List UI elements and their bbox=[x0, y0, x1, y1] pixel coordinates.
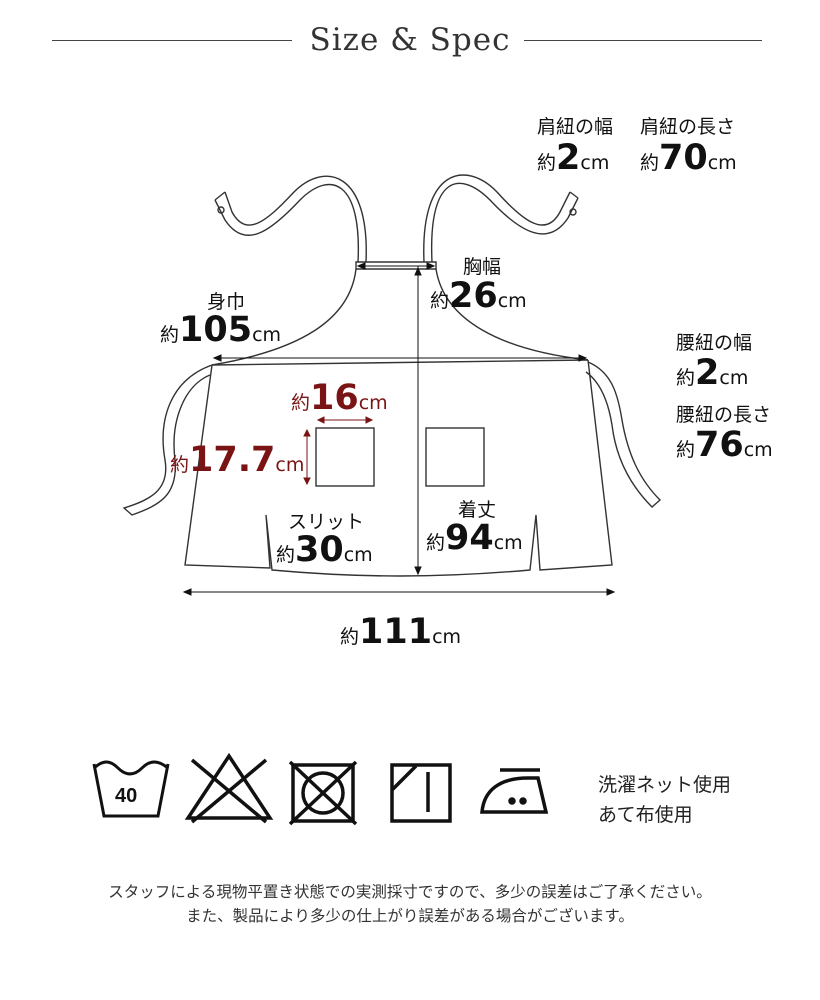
approx-prefix: 約 bbox=[276, 544, 296, 566]
shoulder-strap-length-number: 70 bbox=[659, 138, 708, 178]
waist-strap-width-value: 約2cm bbox=[676, 353, 748, 393]
unit: cm bbox=[580, 152, 610, 174]
length-number: 94 bbox=[445, 518, 494, 558]
shoulder-strap-width-value: 約2cm bbox=[537, 138, 609, 178]
waist-strap-length-label: 腰紐の長さ bbox=[676, 404, 772, 426]
pocket-height-value: 約17.7cm bbox=[170, 440, 304, 480]
chest-width-label: 胸幅 bbox=[463, 256, 502, 278]
waist-strap-length-number: 76 bbox=[695, 425, 744, 465]
approx-prefix: 約 bbox=[170, 454, 190, 476]
shoulder-strap-width-label: 肩紐の幅 bbox=[537, 116, 614, 138]
unit: cm bbox=[343, 544, 373, 566]
waist-strap-width-number: 2 bbox=[695, 353, 720, 393]
slit-value: 約30cm bbox=[276, 530, 373, 570]
approx-prefix: 約 bbox=[430, 290, 450, 312]
page-title: Size & Spec bbox=[309, 22, 511, 58]
length-value: 約94cm bbox=[426, 518, 523, 558]
shoulder-strap-length-value: 約70cm bbox=[640, 138, 737, 178]
approx-prefix: 約 bbox=[676, 439, 696, 461]
shoulder-strap-length-label: 肩紐の長さ bbox=[640, 116, 736, 138]
body-width-number: 105 bbox=[179, 310, 253, 350]
total-width-value: 約111cm bbox=[340, 612, 461, 652]
footnote-2: また、製品により多少の仕上がり誤差がある場合がございます。 bbox=[186, 907, 634, 925]
approx-prefix: 約 bbox=[640, 152, 660, 174]
approx-prefix: 約 bbox=[160, 324, 180, 346]
body-width-value: 約105cm bbox=[160, 310, 281, 350]
unit: cm bbox=[497, 290, 527, 312]
unit: cm bbox=[358, 392, 388, 414]
unit: cm bbox=[493, 532, 523, 554]
title-rule-left bbox=[52, 40, 292, 41]
approx-prefix: 約 bbox=[340, 626, 360, 648]
footnote-1: スタッフによる現物平置き状態での実測採寸ですので、多少の誤差はご了承ください。 bbox=[108, 883, 712, 901]
approx-prefix: 約 bbox=[676, 367, 696, 389]
waist-strap-width-label: 腰紐の幅 bbox=[676, 332, 753, 354]
chest-width-number: 26 bbox=[449, 276, 498, 316]
unit: cm bbox=[432, 626, 462, 648]
slit-label: スリット bbox=[288, 511, 365, 533]
approx-prefix: 約 bbox=[426, 532, 446, 554]
slit-number: 30 bbox=[295, 530, 344, 570]
approx-prefix: 約 bbox=[537, 152, 557, 174]
body-width-label: 身巾 bbox=[207, 291, 246, 313]
pocket-height-number: 17.7 bbox=[189, 440, 276, 480]
care-note-1: 洗濯ネット使用 bbox=[598, 774, 732, 796]
pocket-width-number: 16 bbox=[310, 378, 359, 418]
title-rule-right bbox=[524, 40, 762, 41]
approx-prefix: 約 bbox=[291, 392, 311, 414]
chest-width-value: 約26cm bbox=[430, 276, 527, 316]
unit: cm bbox=[275, 454, 305, 476]
pocket-width-value: 約16cm bbox=[291, 378, 388, 418]
unit: cm bbox=[252, 324, 282, 346]
length-label: 着丈 bbox=[458, 499, 497, 521]
waist-strap-length-value: 約76cm bbox=[676, 425, 773, 465]
total-width-number: 111 bbox=[359, 612, 433, 652]
unit: cm bbox=[707, 152, 737, 174]
unit: cm bbox=[719, 367, 749, 389]
shoulder-strap-width-number: 2 bbox=[556, 138, 581, 178]
unit: cm bbox=[743, 439, 773, 461]
care-note-2: あて布使用 bbox=[598, 804, 693, 826]
